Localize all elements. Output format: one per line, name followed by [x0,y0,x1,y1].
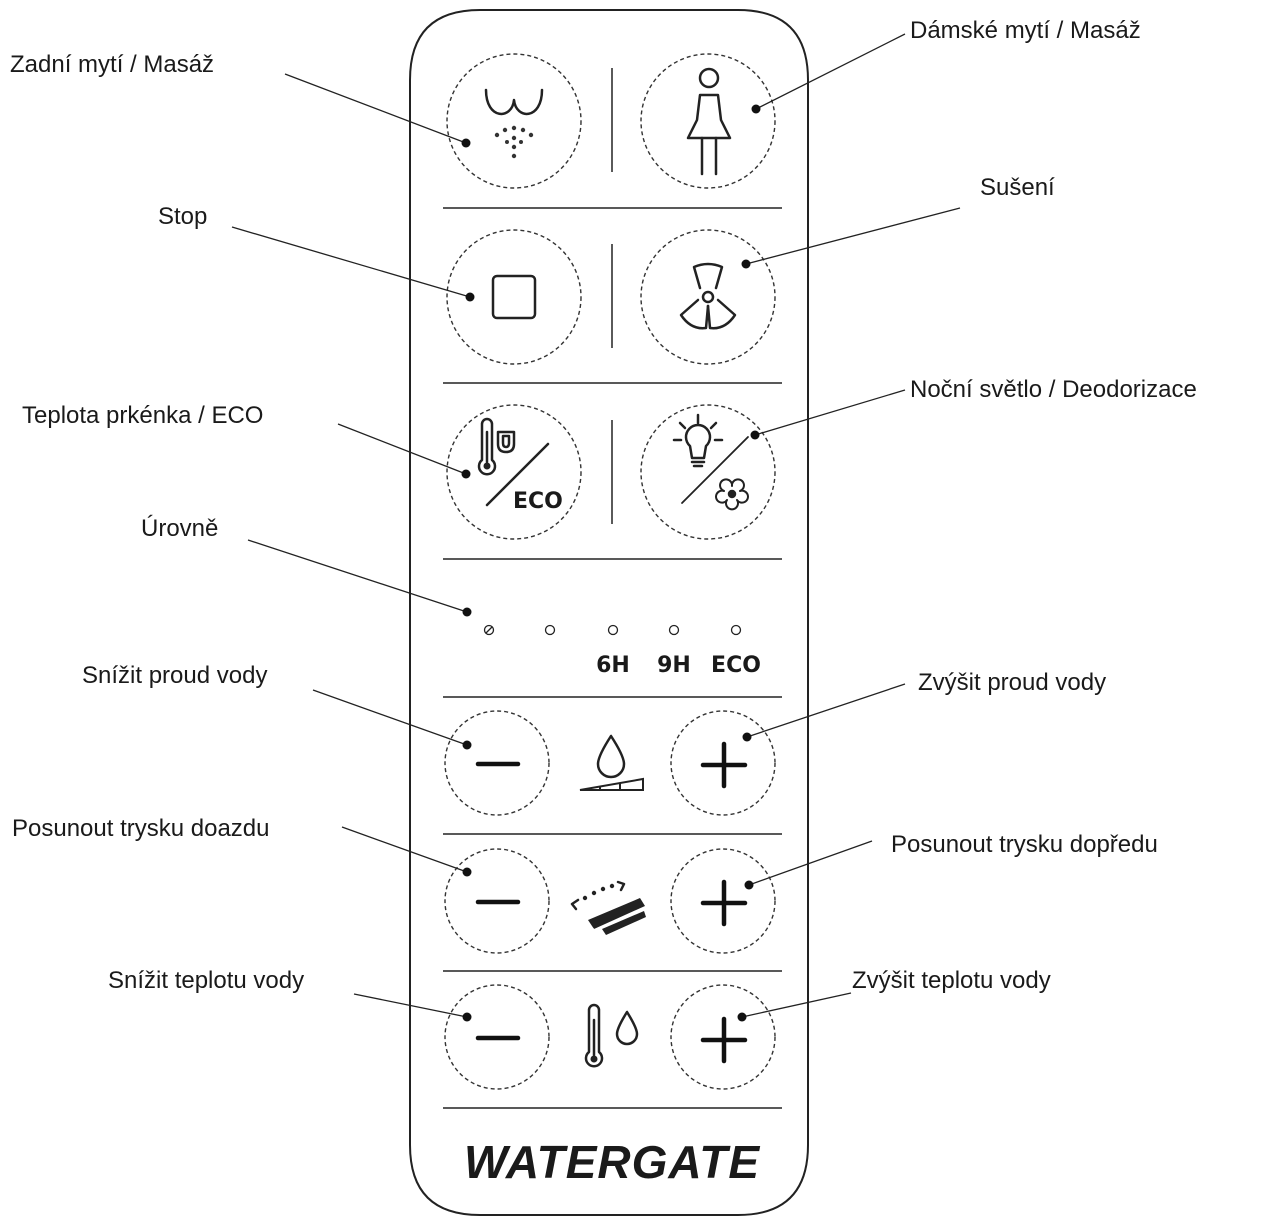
drying-button[interactable] [640,229,776,365]
thermometer-drop-icon [584,1003,639,1068]
indicator-label-eco: ECO [711,653,761,678]
eco-badge: ECO [513,489,563,514]
indicator-dot [730,624,742,636]
label-drying: Sušení [980,174,1055,201]
move-nozzle-forward-button[interactable] [670,848,776,954]
stop-square-icon [491,274,537,320]
night-light-deodorize-button[interactable] [640,404,776,540]
increase-flow-button[interactable] [670,710,776,816]
label-rear-wash: Zadní mytí / Masáž [10,51,214,78]
increase-water-temp-button[interactable] [670,984,776,1090]
lady-icon [686,67,732,176]
water-drop-icon [579,734,644,791]
label-decrease-temp: Snížit teplotu vody [108,967,304,994]
label-stop: Stop [158,203,207,230]
decrease-flow-button[interactable] [444,710,550,816]
brand-logo: WATERGATE [464,1136,760,1188]
move-nozzle-back-button[interactable] [444,848,550,954]
bulb-flower-icon [672,413,749,511]
plus-icon [700,741,748,789]
panel-separators [443,68,782,1109]
label-seat-temp: Teplota prkénka / ECO [22,402,263,429]
nozzle-icon [570,880,646,936]
indicator-dot [668,624,680,636]
seat-temp-eco-button[interactable]: ECO [446,404,582,540]
label-decrease-flow: Snížit proud vody [82,662,267,689]
label-move-forward: Posunout trysku dopředu [891,831,1158,858]
indicator-label-6h: 6H [596,653,630,678]
decrease-water-temp-button[interactable] [444,984,550,1090]
seat-thermometer-icon [477,417,550,507]
plus-icon [700,1016,748,1064]
indicator-off [483,624,495,636]
indicator-dot [544,624,556,636]
label-night-light: Noční světlo / Deodorizace [910,376,1197,403]
label-levels: Úrovně [141,515,218,542]
label-move-back: Posunout trysku doazdu [12,815,270,842]
leader-lines [231,33,961,1022]
rear-wash-button[interactable] [446,53,582,189]
rear-wash-icon [484,88,544,159]
label-lady-wash: Dámské mytí / Masáž [910,17,1141,44]
indicator-label-9h: 9H [657,653,691,678]
plus-icon [700,879,748,927]
lady-wash-button[interactable] [640,53,776,189]
indicator-dot [607,624,619,636]
stop-button[interactable] [446,229,582,365]
label-increase-temp: Zvýšit teplotu vody [852,967,1051,994]
level-indicators: 6H 9H ECO [483,624,761,678]
label-increase-flow: Zvýšit proud vody [918,669,1106,696]
fan-icon [679,262,737,330]
